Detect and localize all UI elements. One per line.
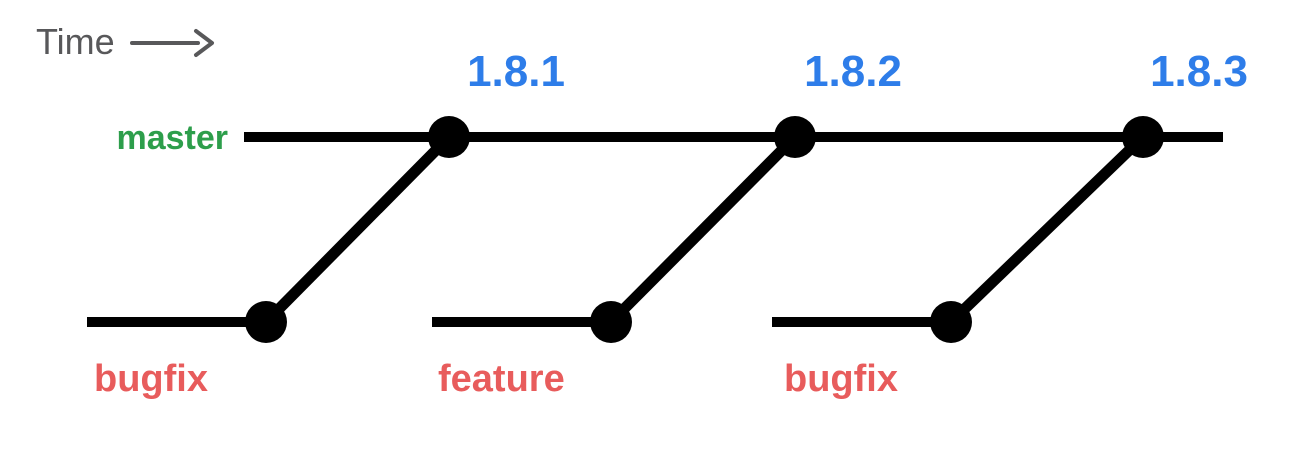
merge-line-feature: [607, 133, 799, 326]
release-tag-1.8.3: 1.8.3: [1150, 47, 1248, 96]
commit-dot-bugfix-2: [930, 301, 972, 343]
release-tag-1.8.1: 1.8.1: [467, 47, 565, 96]
commit-dot-release-1: [428, 116, 470, 158]
time-axis-label: Time: [36, 21, 115, 62]
commit-dot-release-3: [1122, 116, 1164, 158]
merge-line-bugfix-1: [262, 133, 453, 326]
branch-label-bugfix-1: bugfix: [94, 358, 208, 400]
commit-dot-bugfix-1: [245, 301, 287, 343]
master-branch-label: master: [116, 119, 228, 157]
branch-label-bugfix-2: bugfix: [784, 358, 898, 400]
time-arrow-head: [194, 29, 214, 57]
branch-label-feature: feature: [438, 358, 565, 400]
commit-dot-feature: [590, 301, 632, 343]
release-tag-1.8.2: 1.8.2: [804, 47, 902, 96]
merge-line-bugfix-2: [947, 133, 1147, 326]
commit-dot-release-2: [774, 116, 816, 158]
time-arrow-icon: [130, 29, 214, 57]
